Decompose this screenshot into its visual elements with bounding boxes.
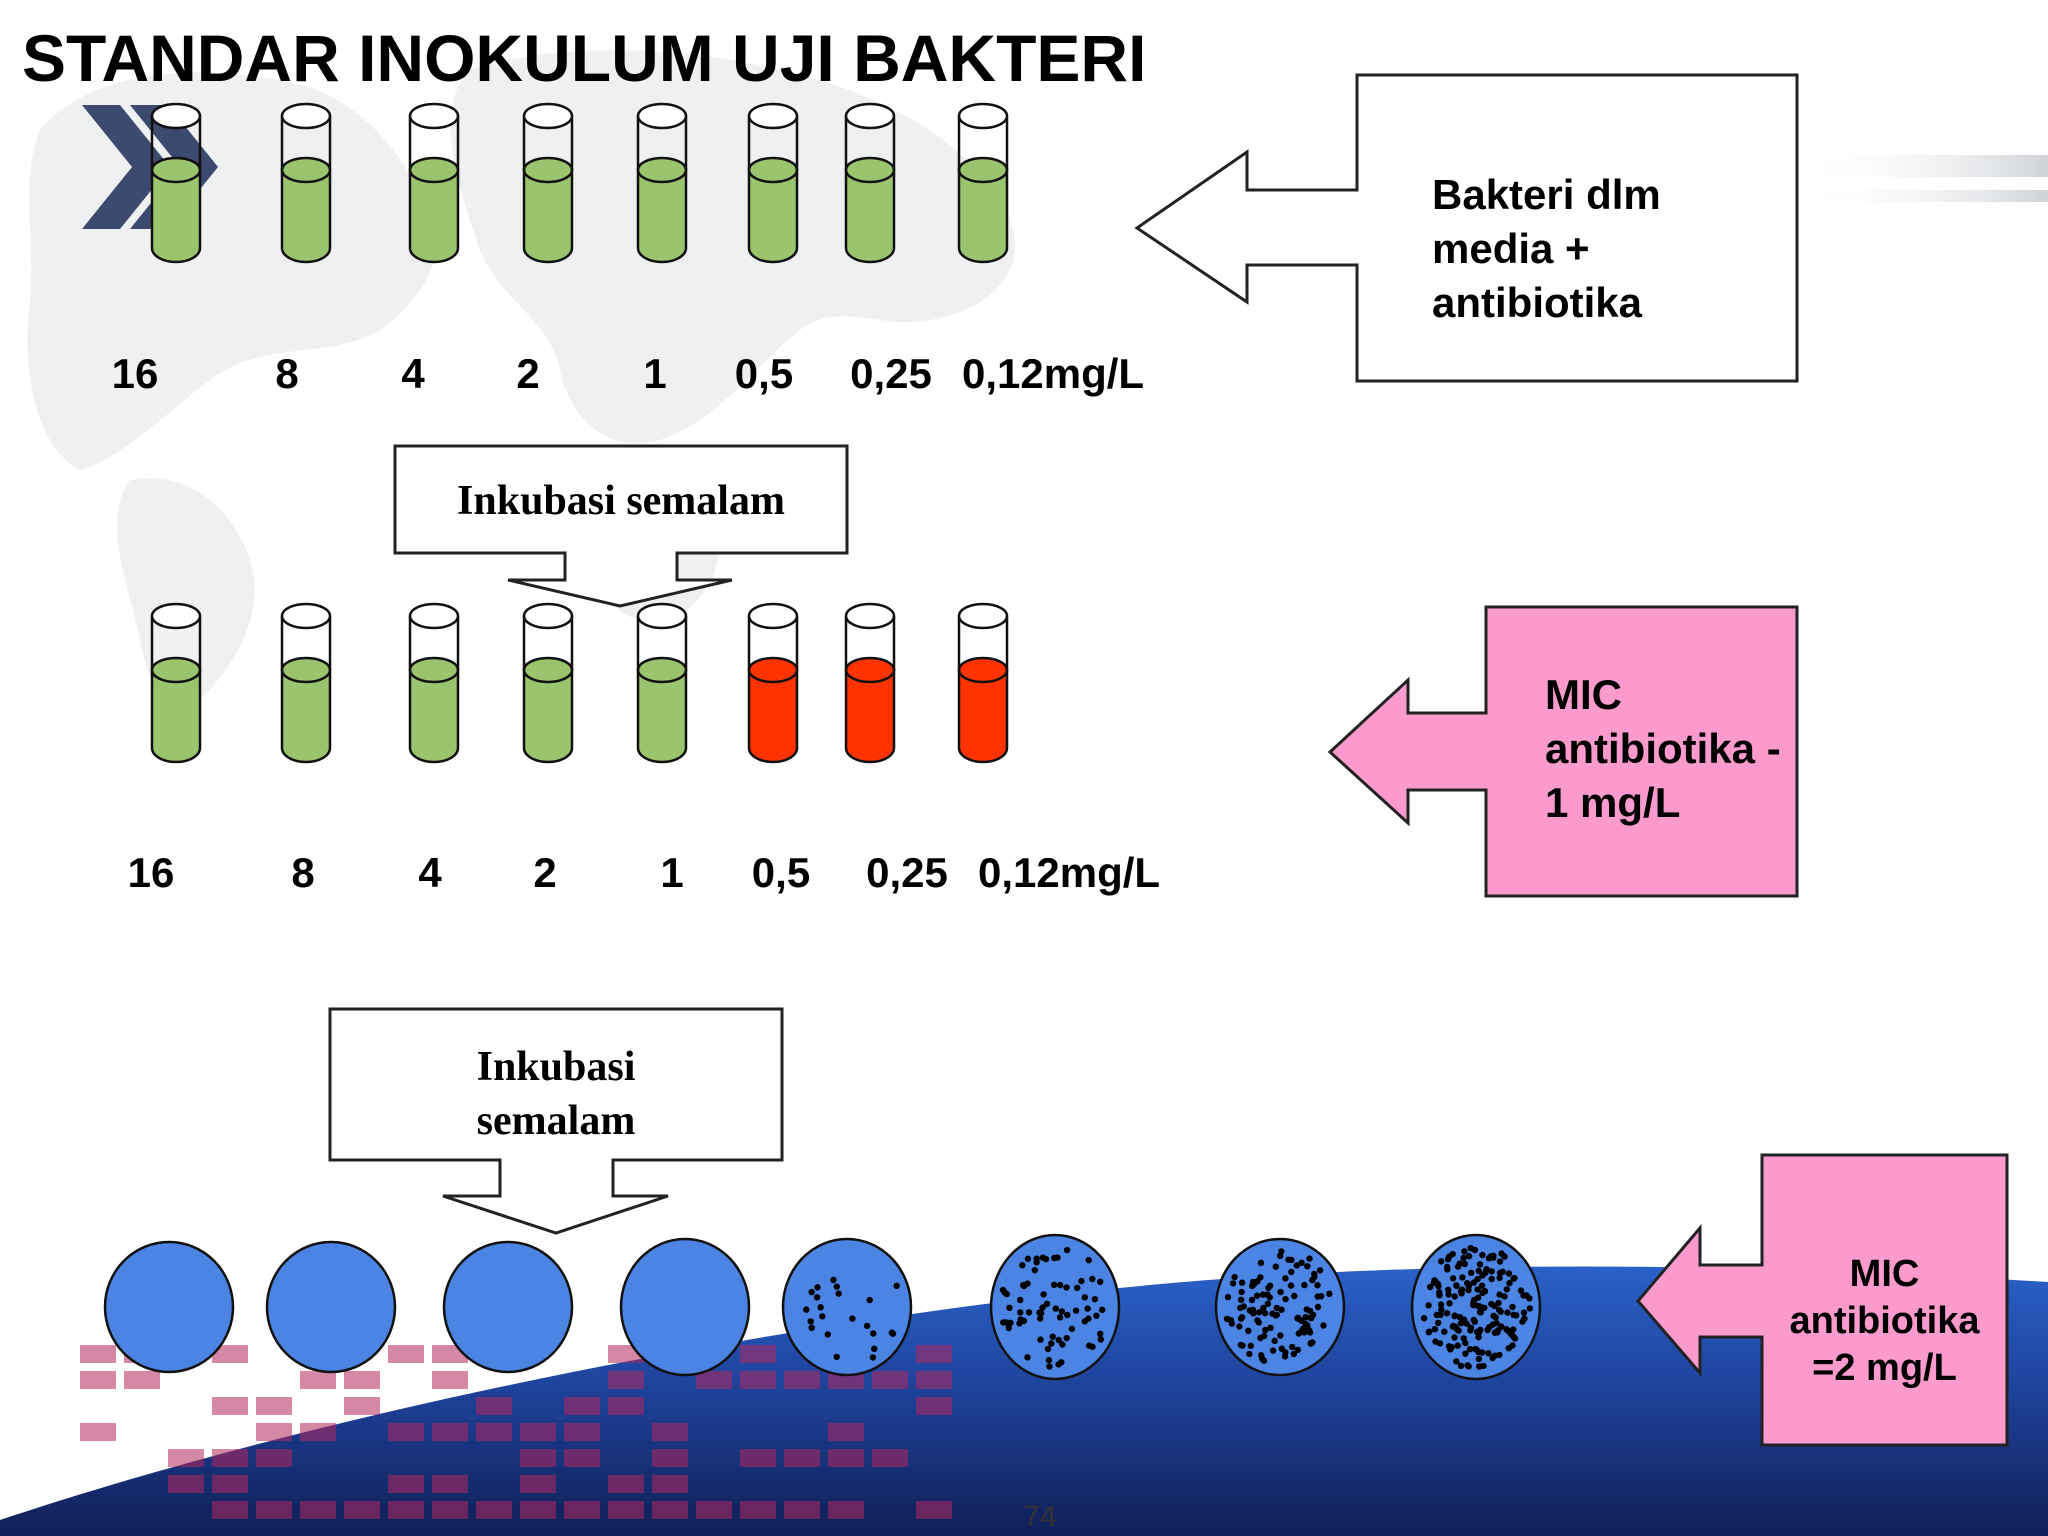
incubation-label-1: Inkubasi semalam xyxy=(457,478,785,524)
tube-incubated-4 xyxy=(522,602,574,764)
tube-initial-1 xyxy=(150,102,202,264)
incubation-callout-2 xyxy=(328,1007,784,1235)
callout-line: MIC xyxy=(1849,1253,1920,1295)
tube-initial-2 xyxy=(280,102,332,264)
agar-plate-2 xyxy=(265,1240,397,1374)
agar-plate-5 xyxy=(781,1237,913,1377)
concentration-label: 16 xyxy=(111,350,159,397)
agar-plate-7 xyxy=(1214,1237,1346,1377)
incubation-line: semalam xyxy=(476,1098,636,1144)
concentration-label: 0,25 xyxy=(866,849,948,896)
concentration-row-initial: 16 8 4 2 1 0,5 0,25 0,12mg/L xyxy=(0,346,1300,406)
tube-row-incubated xyxy=(150,602,1009,764)
callout-line: antibiotika xyxy=(1432,279,1643,326)
agar-plate-6 xyxy=(989,1233,1121,1381)
tube-incubated-5 xyxy=(636,602,688,764)
concentration-label: 2 xyxy=(533,849,557,896)
concentration-label: 1 xyxy=(643,350,667,397)
tube-initial-3 xyxy=(408,102,460,264)
tube-incubated-7 xyxy=(844,602,896,764)
tube-initial-5 xyxy=(636,102,688,264)
concentration-label: 4 xyxy=(401,350,425,397)
callout-line: media + xyxy=(1432,225,1590,272)
callout-mic-2-text: MIC antibiotika =2 mg/L xyxy=(1762,1251,2007,1392)
incubation-line: Inkubasi xyxy=(476,1044,636,1090)
header-stripe xyxy=(1800,190,2048,202)
tube-incubated-1 xyxy=(150,602,202,764)
tube-row-initial xyxy=(150,102,1009,264)
concentration-label: 4 xyxy=(418,849,442,896)
agar-plate-row xyxy=(103,1233,1542,1381)
callout-line: antibiotika - xyxy=(1545,725,1781,772)
concentration-label: 8 xyxy=(275,350,299,397)
callout-line: MIC xyxy=(1545,671,1622,718)
slide-title: STANDAR INOKULUM UJI BAKTERI xyxy=(22,21,1147,95)
callout-line: antibiotika xyxy=(1789,1300,1980,1342)
tube-initial-6 xyxy=(747,102,799,264)
concentration-label: 8 xyxy=(291,849,315,896)
tube-incubated-8 xyxy=(957,602,1009,764)
concentration-label: 0,5 xyxy=(751,849,811,896)
concentration-label: 0,12mg/L xyxy=(962,350,1145,397)
tube-initial-8 xyxy=(957,102,1009,264)
concentration-label: 2 xyxy=(516,350,540,397)
incubation-callout-1 xyxy=(393,444,849,608)
page-number: 74 xyxy=(1023,1500,1057,1533)
tube-incubated-2 xyxy=(280,602,332,764)
agar-plate-3 xyxy=(442,1240,574,1374)
agar-plate-4 xyxy=(619,1237,751,1377)
header-stripe xyxy=(1800,155,2048,177)
callout-bakteri-text: Bakteri dlm media + antibiotika xyxy=(1432,168,1661,330)
callout-line: Bakteri dlm xyxy=(1432,171,1661,218)
agar-plate-1 xyxy=(103,1240,235,1374)
tube-incubated-6 xyxy=(747,602,799,764)
concentration-label: 0,25 xyxy=(850,350,932,397)
callout-mic-1-text: MIC antibiotika - 1 mg/L xyxy=(1545,668,1781,830)
tube-initial-7 xyxy=(844,102,896,264)
tube-incubated-3 xyxy=(408,602,460,764)
concentration-row-incubated: 16 8 4 2 1 0,5 0,25 0,12mg/L xyxy=(0,845,1300,905)
concentration-label: 1 xyxy=(660,849,684,896)
agar-plate-8 xyxy=(1410,1233,1542,1381)
callout-arrow-bakteri xyxy=(1134,73,1799,383)
callout-arrow-mic-2 xyxy=(1636,1153,2009,1447)
tube-initial-4 xyxy=(522,102,574,264)
callout-arrow-mic-1 xyxy=(1327,605,1799,898)
concentration-label: 0,12mg/L xyxy=(978,849,1161,896)
callout-line: 1 mg/L xyxy=(1545,779,1681,826)
concentration-label: 16 xyxy=(127,849,175,896)
concentration-label: 0,5 xyxy=(734,350,794,397)
callout-line: =2 mg/L xyxy=(1812,1347,1957,1389)
incubation-label-2: Inkubasi semalam xyxy=(330,1040,782,1148)
